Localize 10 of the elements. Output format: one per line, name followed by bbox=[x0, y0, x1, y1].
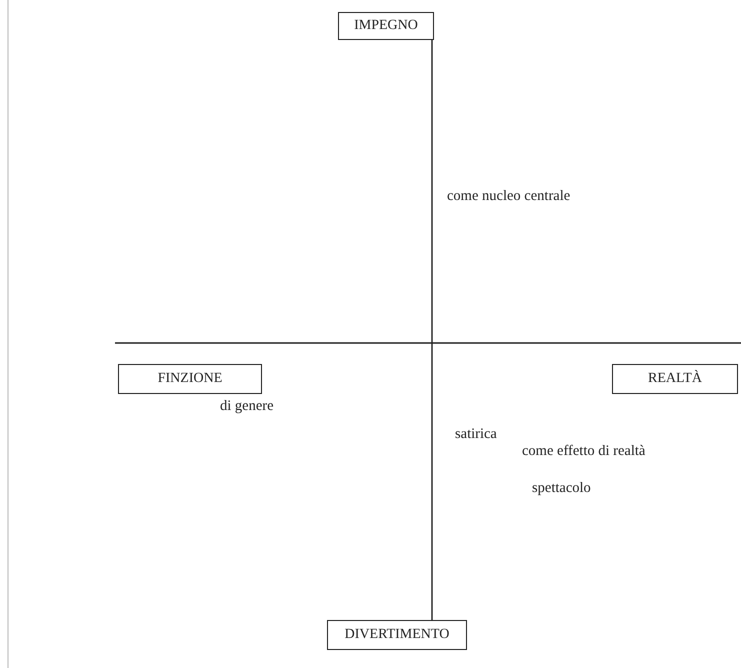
annotation-text: spettacolo bbox=[532, 480, 591, 497]
axis-line bbox=[431, 40, 433, 620]
label-box: FINZIONE bbox=[118, 364, 262, 394]
label-box: IMPEGNO bbox=[338, 12, 434, 40]
annotation-text: satirica bbox=[455, 426, 497, 443]
label-box: DIVERTIMENTO bbox=[327, 620, 467, 650]
annotation-text: come nucleo centrale bbox=[447, 188, 570, 205]
annotation-text: come effetto di realtà bbox=[522, 443, 646, 460]
annotation-text: di genere bbox=[220, 398, 274, 415]
label-box: REALTÀ bbox=[612, 364, 738, 394]
